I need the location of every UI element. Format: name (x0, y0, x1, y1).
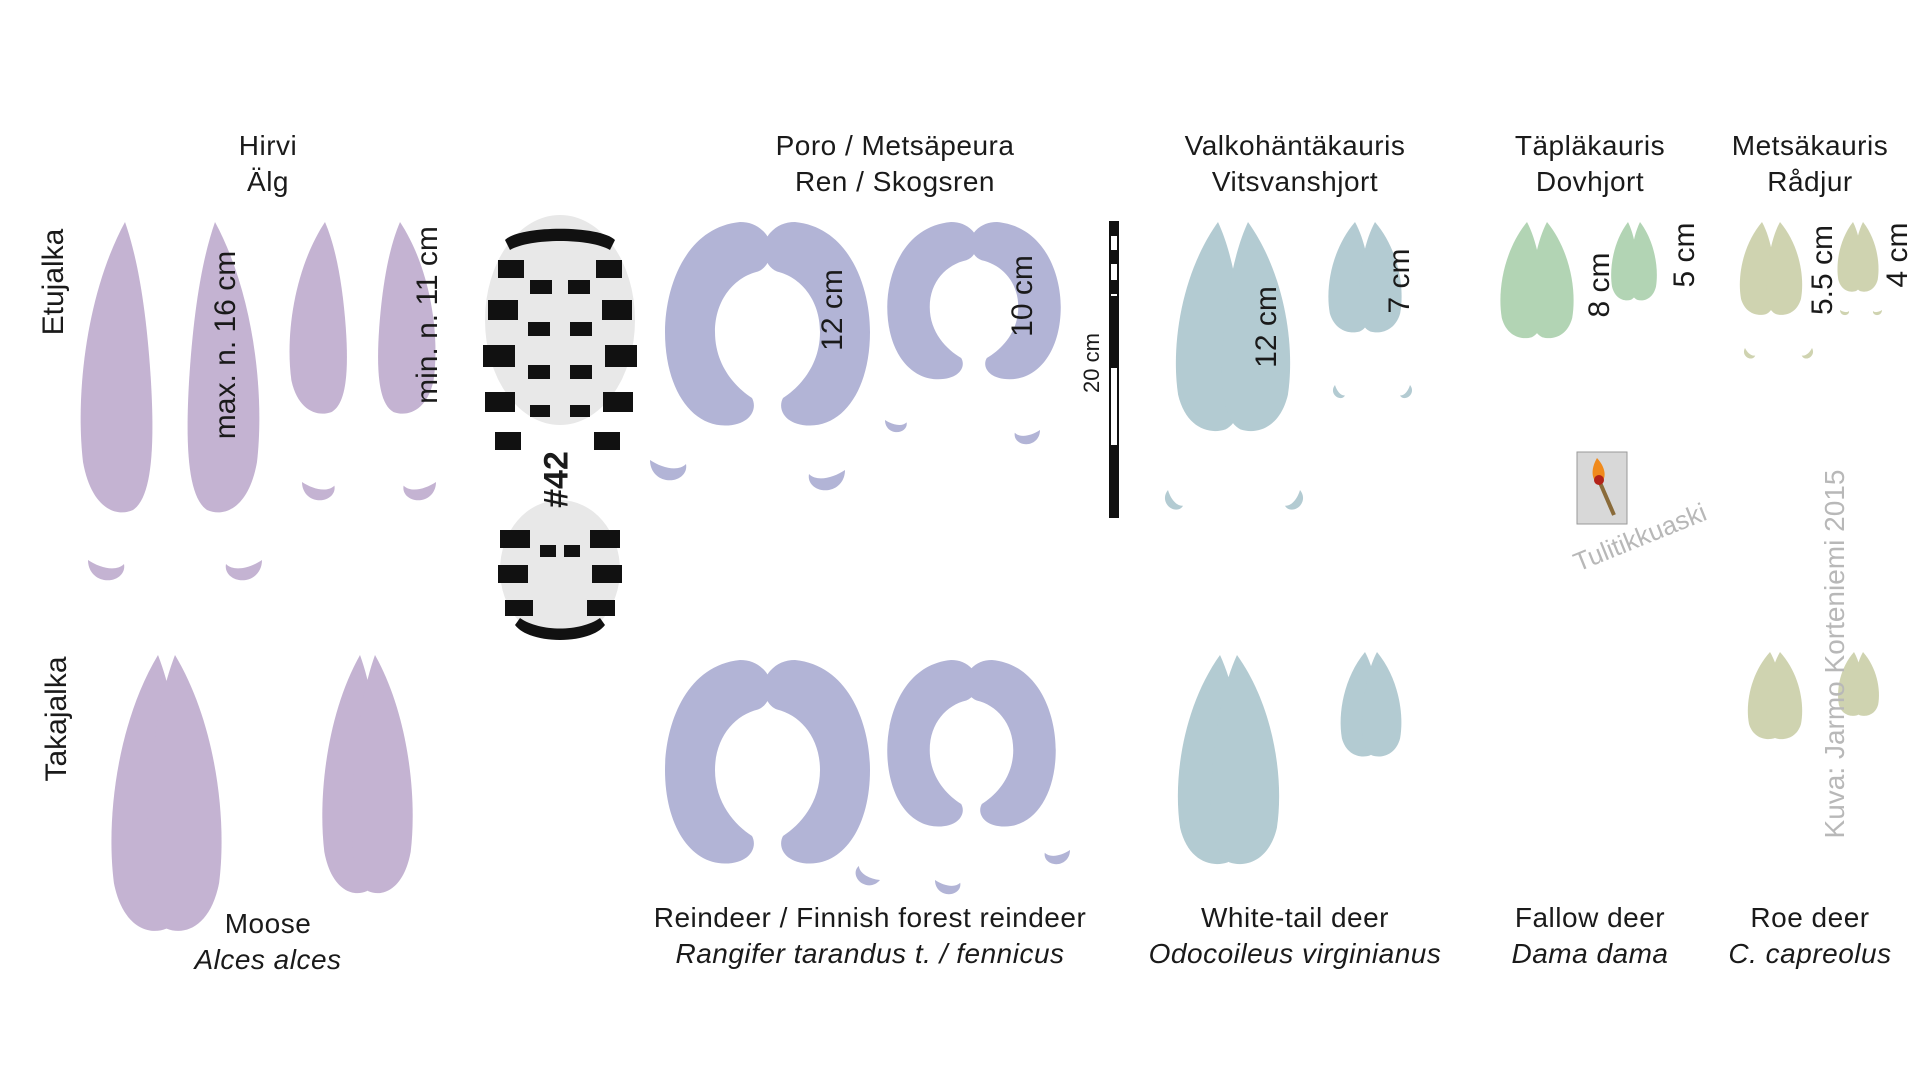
roe-large-measure: 5.5 cm (1806, 224, 1839, 316)
whitetail-footer: White-tail deer Odocoileus virginianus (1125, 900, 1465, 972)
fallow-finnish-name: Täpläkauris (1514, 130, 1666, 161)
fallow-header: Täpläkauris Dovhjort (1490, 128, 1690, 200)
whitetail-finnish-name: Valkohäntäkauris (1184, 130, 1406, 161)
reindeer-header: Poro / Metsäpeura Ren / Skogsren (730, 128, 1060, 200)
boot-print-icon (483, 215, 637, 640)
fallow-small-measure: 5 cm (1668, 222, 1701, 288)
moose-footer: Moose Alces alces (158, 906, 378, 978)
roe-english-name: Roe deer (1750, 902, 1870, 933)
moose-hind-track-small (322, 655, 413, 894)
match-flame-icon (1576, 451, 1628, 525)
reindeer-footer: Reindeer / Finnish forest reindeer Rangi… (615, 900, 1125, 972)
moose-max-measure: max. n. 16 cm (209, 250, 242, 440)
roe-finnish-name: Metsäkauris (1731, 130, 1889, 161)
roe-small-measure: 4 cm (1881, 222, 1914, 288)
reindeer-large-measure: 12 cm (816, 269, 849, 351)
moose-min-measure: min. n. 11 cm (411, 226, 444, 404)
fallow-swedish-name: Dovhjort (1535, 166, 1645, 197)
reindeer-english-name: Reindeer / Finnish forest reindeer (653, 902, 1087, 933)
roe-header: Metsäkauris Rådjur (1715, 128, 1905, 200)
fallow-english-name: Fallow deer (1514, 902, 1666, 933)
whitetail-header: Valkohäntäkauris Vitsvanshjort (1150, 128, 1440, 200)
moose-latin-name: Alces alces (194, 944, 342, 975)
reindeer-finnish-name: Poro / Metsäpeura (775, 130, 1015, 161)
moose-hind-track-large (111, 655, 222, 931)
whitetail-english-name: White-tail deer (1200, 902, 1389, 933)
roe-footer: Roe deer C. capreolus (1715, 900, 1905, 972)
whitetail-swedish-name: Vitsvanshjort (1211, 166, 1379, 197)
reindeer-small-measure: 10 cm (1006, 255, 1039, 337)
reindeer-latin-name: Rangifer tarandus t. / fennicus (675, 938, 1065, 969)
roe-front-track-large (1739, 222, 1816, 361)
row-label-front: Etujalka (37, 228, 70, 336)
roe-swedish-name: Rådjur (1767, 166, 1853, 197)
reindeer-hind-track-small (851, 660, 1070, 895)
whitetail-hind-track-small (1340, 652, 1402, 757)
moose-english-name: Moose (224, 908, 312, 939)
fallow-footer: Fallow deer Dama dama (1490, 900, 1690, 972)
scale-bar-label: 20 cm (1079, 333, 1104, 393)
whitetail-small-measure: 7 cm (1383, 248, 1416, 314)
fallow-front-track-large (1500, 222, 1574, 339)
moose-swedish-name: Älg (247, 166, 289, 197)
roe-front-track-small (1837, 222, 1882, 316)
reindeer-swedish-name: Ren / Skogsren (795, 166, 995, 197)
whitetail-hind-track-large (1177, 655, 1280, 865)
whitetail-latin-name: Odocoileus virginianus (1148, 938, 1442, 969)
moose-header: Hirvi Älg (168, 128, 368, 200)
moose-finnish-name: Hirvi (238, 130, 298, 161)
photo-credit-watermark: Kuva: Jarmo Korteniemi 2015 (1819, 469, 1850, 839)
roe-hind-track-large (1747, 652, 1803, 740)
boot-size-label: #42 (537, 451, 576, 508)
whitetail-large-measure: 12 cm (1250, 286, 1283, 368)
whitetail-front-track-large (1160, 222, 1308, 514)
fallow-front-track-small (1611, 222, 1657, 301)
reindeer-hind-track-large (665, 660, 870, 864)
fallow-latin-name: Dama dama (1511, 938, 1669, 969)
roe-latin-name: C. capreolus (1728, 938, 1892, 969)
row-label-hind: Takajalka (40, 656, 73, 782)
scale-bar (1109, 221, 1119, 518)
fallow-large-measure: 8 cm (1583, 252, 1616, 318)
